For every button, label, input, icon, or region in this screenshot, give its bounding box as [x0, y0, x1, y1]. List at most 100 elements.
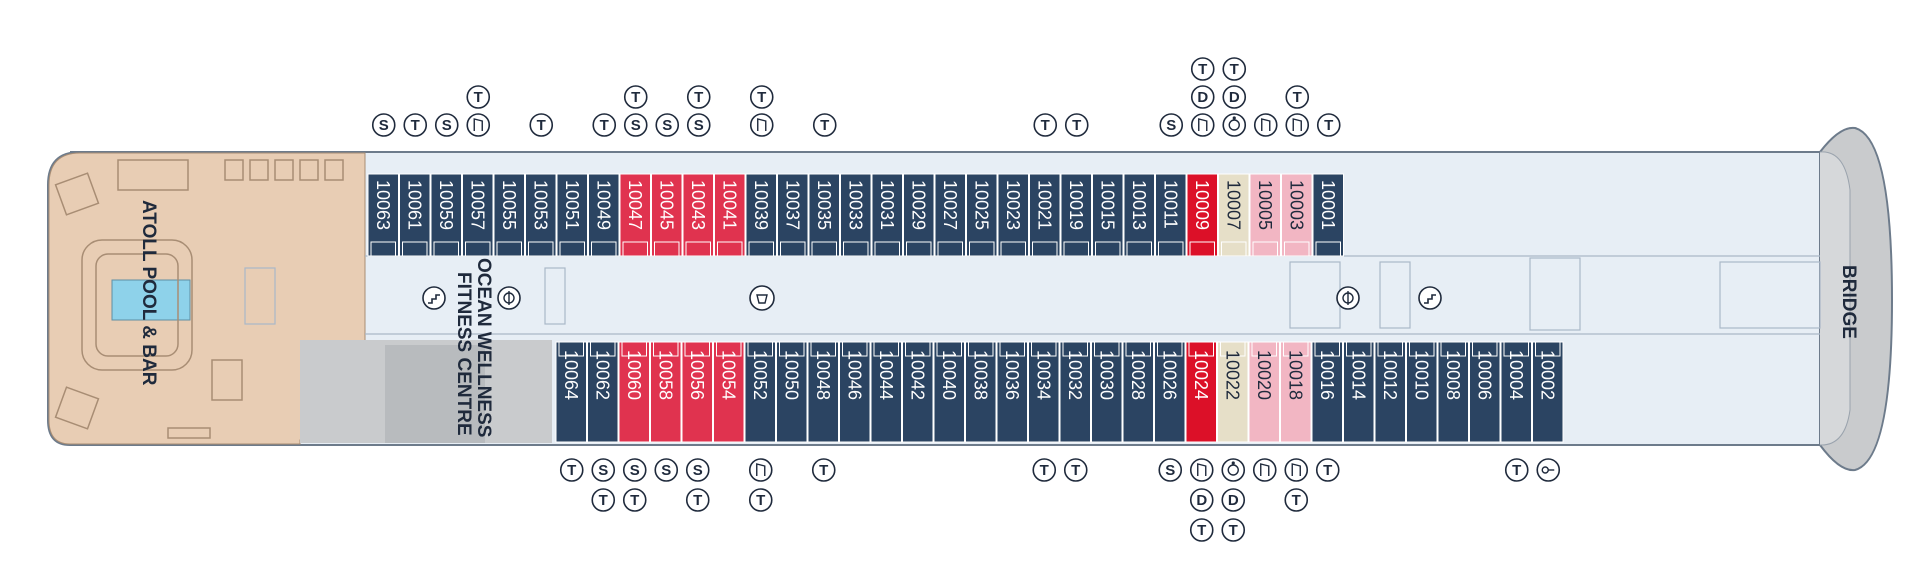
cabin-10056[interactable]: 10056	[681, 341, 713, 443]
cabin-10043[interactable]: 10043	[682, 173, 714, 257]
cabin-number: 10021	[1034, 180, 1054, 230]
cabin-10011[interactable]: 10011	[1155, 173, 1187, 257]
cabin-10040[interactable]: 10040	[933, 341, 965, 443]
cabin-10044[interactable]: 10044	[870, 341, 902, 443]
cabin-10053[interactable]: 10053	[525, 173, 557, 257]
cabin-10009[interactable]: 10009	[1186, 173, 1218, 257]
cabin-10039[interactable]: 10039	[745, 173, 777, 257]
cabin-10041[interactable]: 10041	[714, 173, 746, 257]
cabin-10003[interactable]: 10003	[1281, 173, 1313, 257]
cabin-10026[interactable]: 10026	[1154, 341, 1186, 443]
twin-bed-symbol: T	[1033, 113, 1058, 137]
cabin-10022[interactable]: 10022	[1217, 341, 1249, 443]
cabin-number: 10043	[688, 180, 708, 230]
svg-text:D: D	[1228, 492, 1239, 509]
cabin-10029[interactable]: 10029	[903, 173, 935, 257]
cabin-10031[interactable]: 10031	[871, 173, 903, 257]
cabin-10042[interactable]: 10042	[902, 341, 934, 443]
cabin-10054[interactable]: 10054	[713, 341, 745, 443]
cabin-10007[interactable]: 10007	[1218, 173, 1250, 257]
cabin-10059[interactable]: 10059	[430, 173, 462, 257]
cabin-10016[interactable]: 10016	[1311, 341, 1343, 443]
lift-icon	[497, 286, 521, 310]
cabin-number: 10040	[939, 350, 959, 400]
cabin-10002[interactable]: 10002	[1532, 341, 1564, 443]
cabin-10021[interactable]: 10021	[1029, 173, 1061, 257]
cabin-10048[interactable]: 10048	[807, 341, 839, 443]
cabin-10061[interactable]: 10061	[399, 173, 431, 257]
cabin-10055[interactable]: 10055	[493, 173, 525, 257]
cabin-10030[interactable]: 10030	[1091, 341, 1123, 443]
cabin-10051[interactable]: 10051	[556, 173, 588, 257]
cabin-10064[interactable]: 10064	[555, 341, 587, 443]
svg-text:T: T	[600, 117, 609, 134]
cabin-10024[interactable]: 10024	[1185, 341, 1217, 443]
cabin-10028[interactable]: 10028	[1122, 341, 1154, 443]
cabin-10038[interactable]: 10038	[965, 341, 997, 443]
cabin-10027[interactable]: 10027	[934, 173, 966, 257]
cabin-10062[interactable]: 10062	[587, 341, 619, 443]
cabin-10045[interactable]: 10045	[651, 173, 683, 257]
twin-bed-symbol: T	[529, 113, 554, 137]
cabin-10057[interactable]: 10057	[462, 173, 494, 257]
svg-text:T: T	[1324, 117, 1333, 134]
cabin-10008[interactable]: 10008	[1437, 341, 1469, 443]
cabin-10049[interactable]: 10049	[588, 173, 620, 257]
service-area-inner	[385, 345, 485, 443]
cabin-10050[interactable]: 10050	[776, 341, 808, 443]
sofa-bed-symbol: S	[623, 113, 648, 137]
cabin-10032[interactable]: 10032	[1059, 341, 1091, 443]
cabin-10015[interactable]: 10015	[1092, 173, 1124, 257]
cabin-10060[interactable]: 10060	[618, 341, 650, 443]
pool-area	[48, 152, 366, 445]
cabin-number: 10027	[940, 180, 960, 230]
cabin-10019[interactable]: 10019	[1060, 173, 1092, 257]
cabin-number: 10049	[593, 180, 613, 230]
cabin-10001[interactable]: 10001	[1312, 173, 1344, 257]
twin-bed-symbol: T	[1285, 85, 1310, 109]
svg-text:T: T	[411, 117, 420, 134]
twin-bed-symbol: T	[622, 488, 647, 512]
bridge-label: BRIDGE	[1838, 265, 1859, 339]
cabin-10014[interactable]: 10014	[1343, 341, 1375, 443]
cabin-10036[interactable]: 10036	[996, 341, 1028, 443]
cabin-number: 10030	[1096, 350, 1116, 400]
cabin-10052[interactable]: 10052	[744, 341, 776, 443]
cabin-number: 10012	[1380, 350, 1400, 400]
cabin-10012[interactable]: 10012	[1374, 341, 1406, 443]
cabin-10047[interactable]: 10047	[619, 173, 651, 257]
twin-bed-symbol: T	[1315, 458, 1340, 482]
cabin-10037[interactable]: 10037	[777, 173, 809, 257]
svg-text:T: T	[1040, 462, 1049, 479]
cabin-10020[interactable]: 10020	[1248, 341, 1280, 443]
cabin-number: 10062	[592, 350, 612, 400]
svg-text:S: S	[442, 117, 452, 134]
cabin-number: 10002	[1537, 350, 1557, 400]
svg-text:T: T	[819, 462, 828, 479]
cabin-10046[interactable]: 10046	[839, 341, 871, 443]
cabin-10058[interactable]: 10058	[650, 341, 682, 443]
cabin-10035[interactable]: 10035	[808, 173, 840, 257]
cabin-10005[interactable]: 10005	[1249, 173, 1281, 257]
cabin-10034[interactable]: 10034	[1028, 341, 1060, 443]
svg-text:T: T	[1292, 492, 1301, 509]
cabin-10018[interactable]: 10018	[1280, 341, 1312, 443]
cabin-number: 10006	[1474, 350, 1494, 400]
double-bed-symbol: D	[1189, 488, 1214, 512]
sofa-bed-symbol: S	[654, 458, 679, 482]
cabin-10063[interactable]: 10063	[367, 173, 399, 257]
cabin-10013[interactable]: 10013	[1123, 173, 1155, 257]
svg-text:S: S	[598, 462, 608, 479]
cabin-number: 10057	[467, 180, 487, 230]
cabin-10004[interactable]: 10004	[1500, 341, 1532, 443]
twin-bed-symbol: T	[1221, 518, 1246, 542]
cabin-10023[interactable]: 10023	[997, 173, 1029, 257]
cabin-10006[interactable]: 10006	[1469, 341, 1501, 443]
twin-bed-symbol: T	[811, 458, 836, 482]
cabin-10025[interactable]: 10025	[966, 173, 998, 257]
cabin-10033[interactable]: 10033	[840, 173, 872, 257]
cabin-10010[interactable]: 10010	[1406, 341, 1438, 443]
connecting-door-icon	[466, 113, 491, 137]
svg-text:T: T	[1197, 522, 1206, 539]
